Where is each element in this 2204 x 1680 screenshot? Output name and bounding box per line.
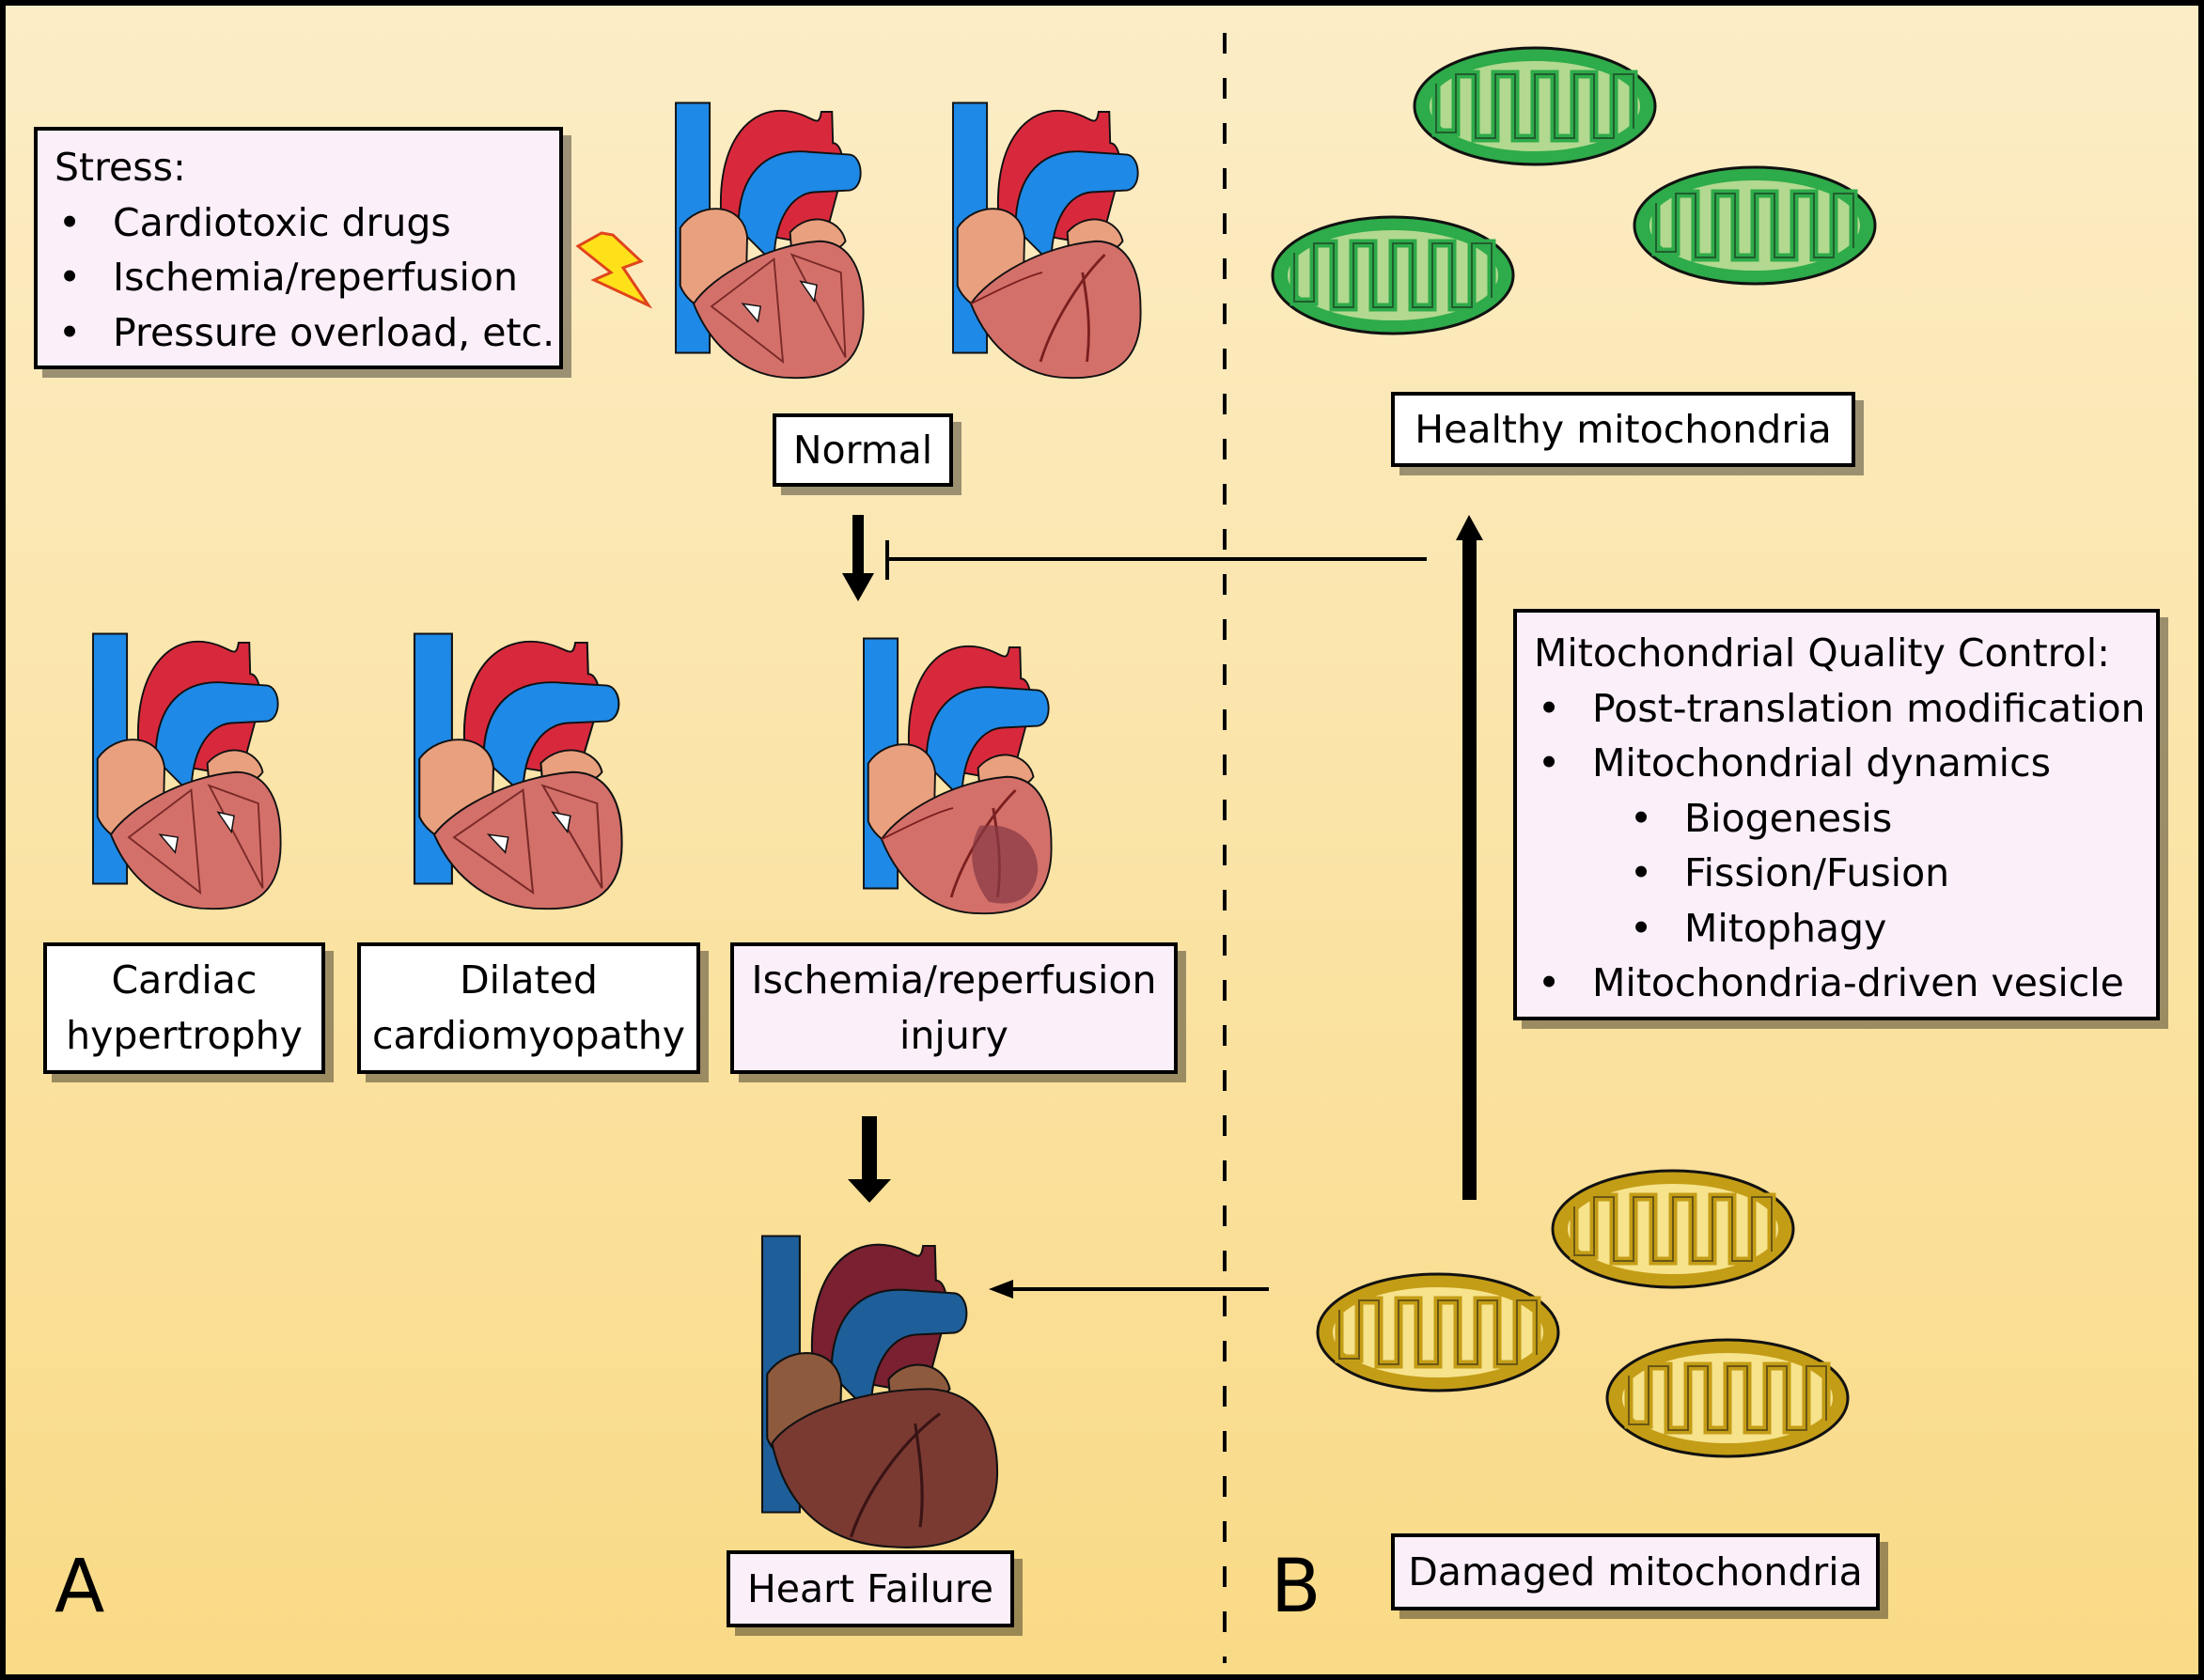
stress-title: Stress: [55, 145, 186, 190]
mqc-item: Mitochondrial dynamics [1534, 736, 2139, 791]
dilated-heart-icon [413, 632, 623, 910]
down-arrow-normal-to-disease [842, 515, 874, 601]
ischemia-heart-icon [863, 637, 1053, 915]
quality-control-up-arrow [1456, 515, 1483, 1200]
panel-letter-a: A [55, 1545, 105, 1629]
stress-item: Ischemia/reperfusion [55, 250, 542, 305]
mqc-item: Mitochondria-driven vesicle [1534, 956, 2139, 1011]
damaged-mitochondrion-icon [1316, 1272, 1560, 1392]
mqc-item: Post-translation modification [1534, 681, 2146, 737]
cardiac-hypertrophy-label: Cardiac hypertrophy [43, 942, 325, 1074]
stress-list: Cardiotoxic drugs Ischemia/reperfusion P… [55, 195, 555, 361]
label-line: Ischemia/reperfusion [751, 957, 1157, 1003]
down-arrow-disease-to-failure [848, 1116, 891, 1203]
mitochondrial-quality-control-box: Mitochondrial Quality Control: Post-tran… [1513, 609, 2160, 1020]
healthy-mitochondrion-icon [1413, 46, 1657, 166]
healthy-mitochondria-label: Healthy mitochondria [1391, 392, 1855, 467]
label-line: injury [899, 1013, 1008, 1058]
panel-letter-b: B [1271, 1545, 1321, 1629]
normal-label: Normal [773, 413, 953, 487]
mqc-subitem: Mitophagy [1534, 901, 2139, 957]
heart-failure-label: Heart Failure [727, 1550, 1014, 1627]
mqc-subitem: Biogenesis [1534, 791, 2139, 847]
label-line: Dilated [460, 957, 598, 1003]
healthy-mitochondrion-icon [1271, 215, 1515, 335]
stress-item: Cardiotoxic drugs [55, 195, 542, 251]
mqc-subitem: Fission/Fusion [1534, 846, 2139, 901]
damaged-mitochondrion-icon [1605, 1338, 1850, 1458]
damaged-mitochondria-label: Damaged mitochondria [1391, 1533, 1880, 1610]
normal-heart-exterior-icon [952, 101, 1142, 380]
hypertrophy-heart-icon [92, 632, 282, 910]
label-line: cardiomyopathy [371, 1013, 686, 1058]
mqc-title: Mitochondrial Quality Control: [1534, 630, 2110, 676]
normal-heart-cutaway-icon [675, 101, 865, 380]
label-line: Cardiac [111, 957, 258, 1003]
healthy-mitochondrion-icon [1633, 165, 1877, 286]
heart-failure-heart-icon [760, 1235, 998, 1548]
label-line: hypertrophy [66, 1013, 303, 1058]
dilated-cardiomyopathy-label: Dilated cardiomyopathy [357, 942, 700, 1074]
damaged-mitochondrion-icon [1551, 1169, 1795, 1289]
ischemia-reperfusion-injury-label: Ischemia/reperfusion injury [730, 942, 1178, 1074]
mqc-list: Post-translation modification Mitochondr… [1534, 681, 2146, 1011]
arrow-damaged-to-failure [989, 1280, 1269, 1299]
inhibition-arrow [885, 540, 1427, 580]
stress-box: Stress: Cardiotoxic drugs Ischemia/reper… [34, 127, 563, 369]
lightning-bolt-icon [575, 231, 653, 309]
stress-item: Pressure overload, etc. [55, 305, 555, 361]
